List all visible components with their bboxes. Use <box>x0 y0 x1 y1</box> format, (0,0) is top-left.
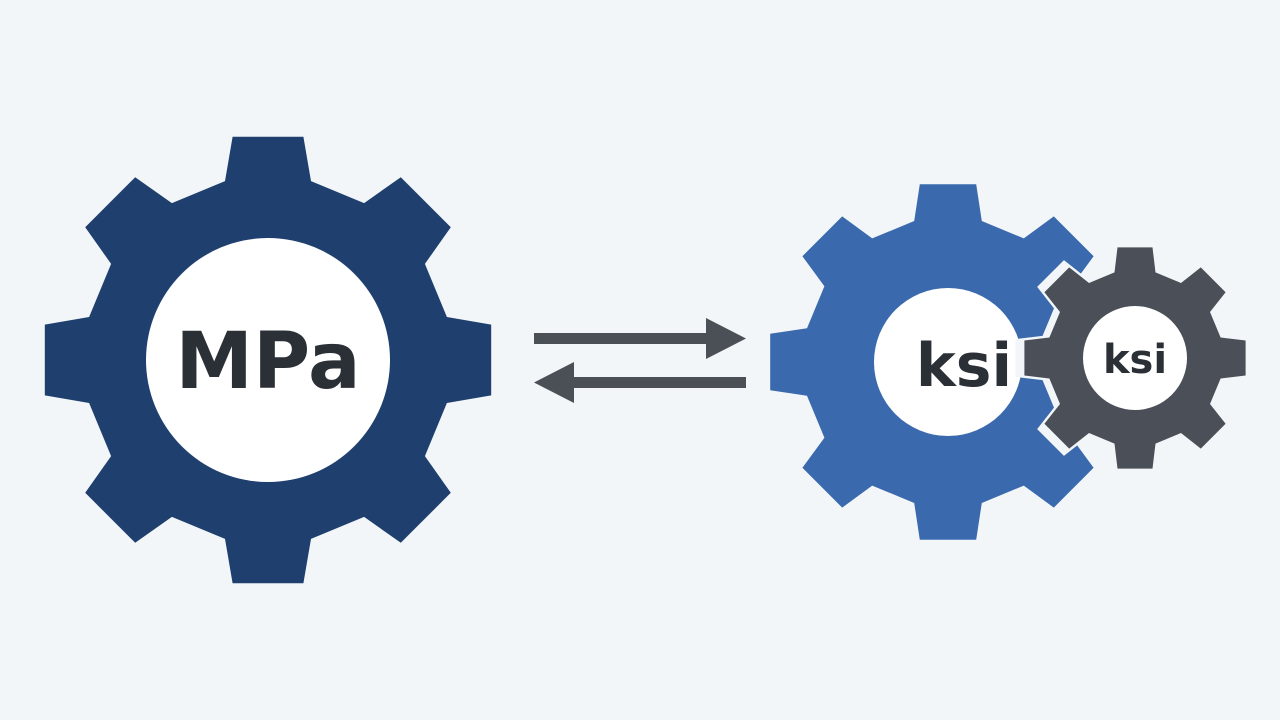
arrow-left-shaft <box>568 377 746 388</box>
ksi-large-label: ksi <box>916 331 1012 401</box>
mpa-gear-icon: MPa <box>44 136 492 584</box>
arrow-right-head <box>706 318 746 359</box>
ksi-large-gear-hub <box>874 288 1022 436</box>
mpa-label: MPa <box>175 317 360 407</box>
ksi-small-gear-hub <box>1083 306 1187 410</box>
ksi-large-gear-icon: ksi <box>770 184 1126 540</box>
mpa-gear-hub <box>146 238 390 482</box>
ksi-small-label: ksi <box>1103 337 1167 383</box>
bidirectional-arrows-icon <box>534 318 746 403</box>
arrow-left-head <box>534 362 574 403</box>
arrow-right-icon <box>534 318 746 359</box>
arrow-left-icon <box>534 362 746 403</box>
ksi-small-gear-icon: ksi <box>1015 238 1255 478</box>
arrow-right-shaft <box>534 333 712 344</box>
